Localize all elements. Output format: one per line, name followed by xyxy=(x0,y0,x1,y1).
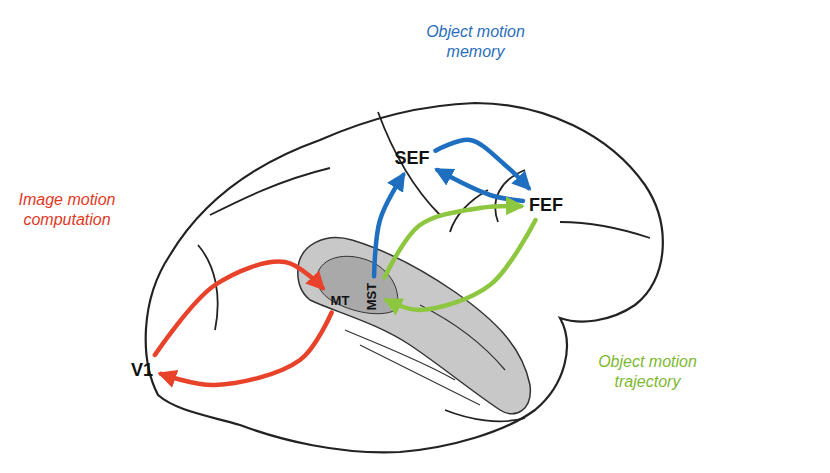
pathway-arrow xyxy=(161,313,332,386)
inferior-temporal-sulcus xyxy=(445,410,525,421)
brain-area-label: MST xyxy=(363,280,380,311)
pathway-arrow xyxy=(436,140,529,188)
pathway-arrow xyxy=(386,220,535,310)
intraparietal-sulcus xyxy=(210,168,330,215)
pathway-arrow xyxy=(155,262,323,355)
brain-area-label: FEF xyxy=(527,194,565,216)
sulcus-fold xyxy=(345,305,505,405)
pathway-label: Object motion memory xyxy=(408,22,543,62)
sulcal-region xyxy=(298,238,531,414)
pathway-arrow xyxy=(438,170,524,201)
brain-outline xyxy=(146,103,663,452)
area-name: MST xyxy=(365,282,378,309)
brain-area-label: MT xyxy=(329,292,352,309)
sulcal-depth xyxy=(317,256,398,313)
pathway-arrow xyxy=(384,206,521,277)
pathway-label: Object motion trajectory xyxy=(580,352,715,392)
pathway-label: Image motion computation xyxy=(8,190,126,230)
area-name: MT xyxy=(331,294,350,307)
pathway-arrow xyxy=(374,175,403,276)
area-name: V1 xyxy=(131,361,153,379)
principal-sulcus xyxy=(560,222,650,238)
brain-area-label: SEF xyxy=(392,147,431,169)
area-name: SEF xyxy=(394,149,429,167)
area-name: FEF xyxy=(529,196,563,214)
brain-area-label: V1 xyxy=(129,359,155,381)
